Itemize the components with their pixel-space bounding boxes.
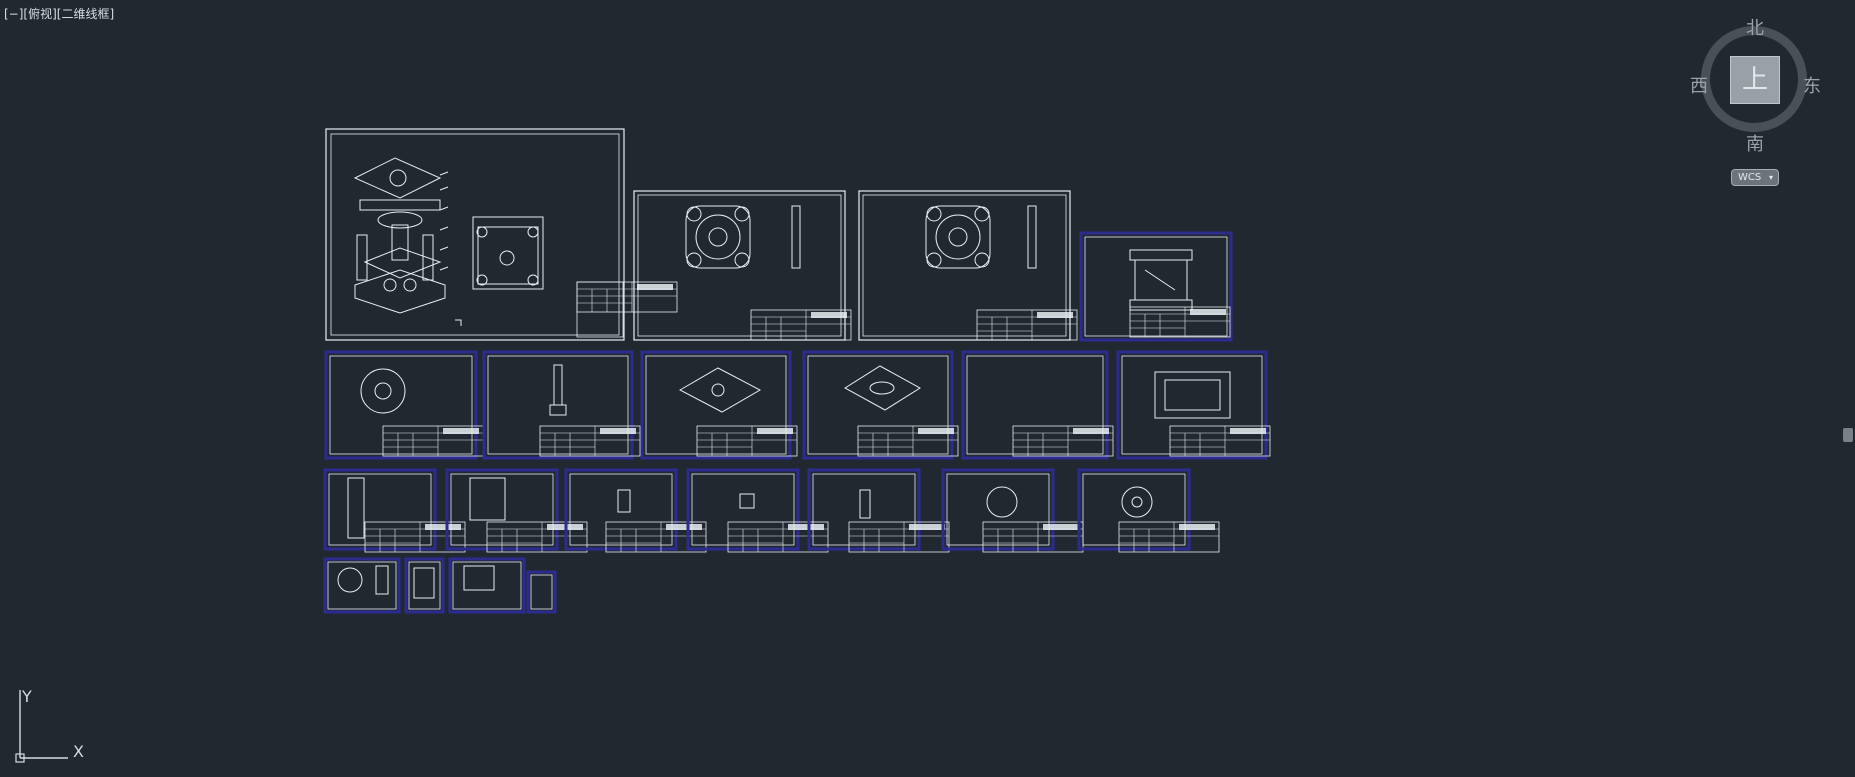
drawing-sheet[interactable] xyxy=(526,570,557,614)
viewport-controls-label[interactable]: [−][俯视][二维线框] xyxy=(4,7,115,21)
drawing-sheet[interactable] xyxy=(1079,231,1233,342)
drawing-sheet[interactable] xyxy=(633,190,852,341)
compass-north[interactable]: 北 xyxy=(1746,18,1764,39)
drawing-sheet[interactable] xyxy=(404,557,445,614)
drawing-sheet[interactable] xyxy=(941,468,1084,553)
drawing-sheet[interactable] xyxy=(961,350,1114,460)
drawing-sheet[interactable] xyxy=(1116,350,1271,460)
ucs-icon: Y X xyxy=(15,687,84,763)
drawing-sheet[interactable] xyxy=(325,128,678,341)
compass-west[interactable]: 西 xyxy=(1690,76,1708,97)
wcs-menu-button[interactable]: WCS ▾ xyxy=(1731,169,1779,186)
compass-east[interactable]: 东 xyxy=(1803,76,1821,97)
vertical-scrollbar-thumb[interactable] xyxy=(1843,428,1853,442)
drawing-sheet[interactable] xyxy=(858,190,1078,341)
drawing-sheet[interactable] xyxy=(445,468,588,553)
compass-ring[interactable] xyxy=(1701,26,1807,132)
drawing-sheet[interactable] xyxy=(448,557,526,614)
wcs-label: WCS xyxy=(1738,172,1762,183)
drawing-sheet[interactable] xyxy=(323,468,466,553)
drawing-sheet[interactable] xyxy=(1077,468,1220,553)
drawing-sheet[interactable] xyxy=(482,350,641,460)
drawing-sheet[interactable] xyxy=(564,468,707,553)
drawing-sheet[interactable] xyxy=(807,468,950,553)
viewcube[interactable]: 上 北 南 西 东 xyxy=(1690,12,1821,182)
viewcube-top-face[interactable]: 上 xyxy=(1730,56,1780,104)
drawing-sheet[interactable] xyxy=(686,468,829,553)
ucs-y-label: Y xyxy=(21,687,32,706)
drawing-sheet[interactable] xyxy=(324,350,484,460)
compass-south[interactable]: 南 xyxy=(1746,134,1764,155)
drawing-sheet[interactable] xyxy=(802,350,959,460)
drawing-sheet[interactable] xyxy=(640,350,798,460)
chevron-down-icon: ▾ xyxy=(1768,173,1773,182)
drawing-sheet[interactable] xyxy=(323,557,401,614)
ucs-x-label: X xyxy=(73,742,84,761)
